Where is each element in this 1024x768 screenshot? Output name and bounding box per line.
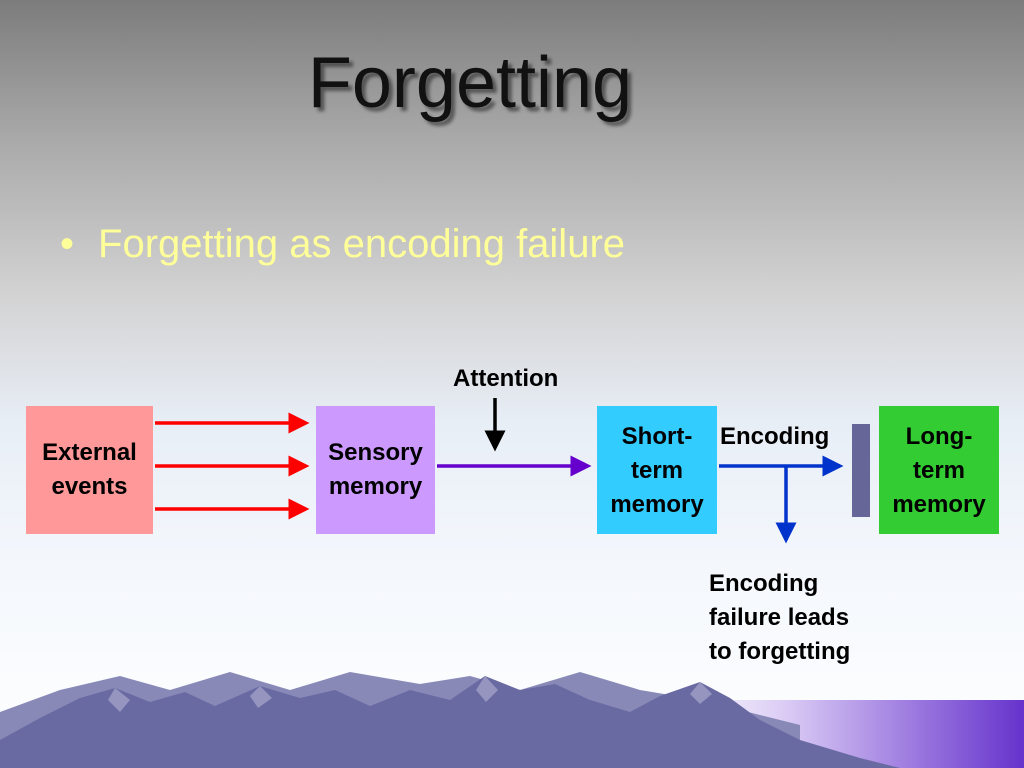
external-events-box: External events: [26, 406, 153, 534]
bullet-marker: •: [60, 222, 75, 266]
mountain-range-front: [0, 676, 900, 768]
sensory-memory-box: Sensory memory: [316, 406, 435, 534]
long-term-memory-box: Long- term memory: [879, 406, 999, 534]
short-term-memory-box: Short- term memory: [597, 406, 717, 534]
encoding-label: Encoding: [720, 423, 830, 450]
bullet-text: Forgetting as encoding failure: [98, 222, 626, 266]
slide-title: Forgetting: [307, 43, 633, 123]
bullet-item: • Forgetting as encoding failure: [60, 222, 625, 267]
attention-label: Attention: [453, 365, 559, 392]
mountain-snow-highlights: [108, 676, 712, 712]
encoding-failure-label: Encoding failure leads to forgetting: [709, 570, 851, 665]
encoding-barrier: [852, 424, 870, 517]
